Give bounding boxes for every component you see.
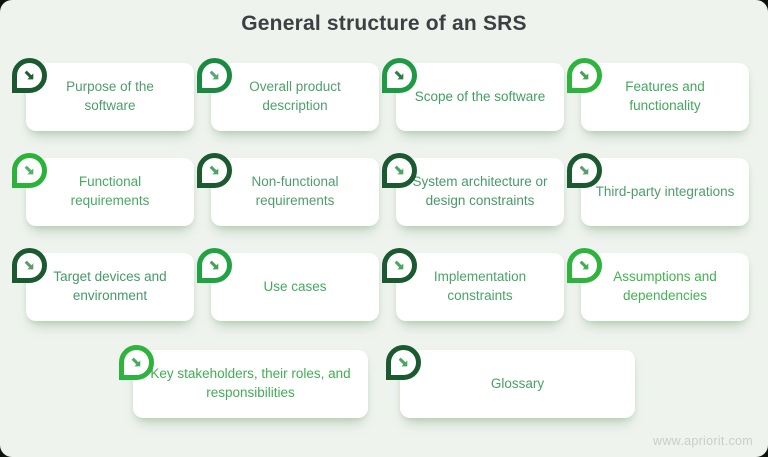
card-key-stakeholders-roles-responsibilities: Key stakeholders, their roles, and respo…: [119, 345, 368, 418]
arrow-down-right-pin-icon: [12, 248, 47, 283]
arrow-down-right-pin-icon: [567, 58, 602, 93]
arrow-down-right-pin-icon: [197, 248, 232, 283]
arrow-down-right-pin-icon: [12, 153, 47, 188]
card-target-devices-and-environment: Target devices and environment: [12, 248, 194, 321]
card-label: Implementation constraints: [433, 269, 527, 303]
card-label: Use cases: [263, 278, 327, 294]
card-glossary: Glossary: [386, 345, 635, 418]
arrow-down-right-pin-icon: [12, 58, 47, 93]
card-row-1: Purpose of the software Overall product …: [12, 58, 749, 131]
card-label: Overall product description: [249, 79, 341, 113]
card-purpose-of-the-software: Purpose of the software: [12, 58, 194, 131]
card-label: System architecture or design constraint…: [412, 174, 548, 208]
card-system-architecture-or-design-constraints: System architecture or design constraint…: [382, 153, 564, 226]
card-non-functional-requirements: Non-functional requirements: [197, 153, 379, 226]
card-label: Assumptions and dependencies: [613, 269, 717, 303]
arrow-down-right-pin-icon: [119, 345, 154, 380]
card-label: Key stakeholders, their roles, and respo…: [150, 366, 351, 400]
card-label: Functional requirements: [70, 174, 150, 208]
card-label: Scope of the software: [414, 88, 546, 104]
card-label: Purpose of the software: [66, 79, 154, 113]
card-label: Non-functional requirements: [251, 174, 339, 208]
arrow-down-right-pin-icon: [382, 58, 417, 93]
arrow-down-right-pin-icon: [382, 153, 417, 188]
card-label: Target devices and environment: [53, 269, 167, 303]
arrow-down-right-pin-icon: [197, 153, 232, 188]
card-implementation-constraints: Implementation constraints: [382, 248, 564, 321]
card-third-party-integrations: Third-party integrations: [567, 153, 749, 226]
page-title: General structure of an SRS: [241, 12, 527, 35]
website-watermark: www.apriorit.com: [653, 434, 753, 448]
arrow-down-right-pin-icon: [386, 345, 421, 380]
arrow-down-right-pin-icon: [567, 153, 602, 188]
card-functional-requirements: Functional requirements: [12, 153, 194, 226]
card-scope-of-the-software: Scope of the software: [382, 58, 564, 131]
card-features-and-functionality: Features and functionality: [567, 58, 749, 131]
card-assumptions-and-dependencies: Assumptions and dependencies: [567, 248, 749, 321]
card-label: Features and functionality: [625, 79, 705, 113]
card-label: Third-party integrations: [595, 183, 735, 199]
arrow-down-right-pin-icon: [382, 248, 417, 283]
arrow-down-right-pin-icon: [567, 248, 602, 283]
card-use-cases: Use cases: [197, 248, 379, 321]
card-row-3: Target devices and environment Use cases…: [12, 248, 749, 321]
card-row-2: Functional requirements Non-functional r…: [12, 153, 749, 226]
card-label: Glossary: [490, 375, 545, 391]
arrow-down-right-pin-icon: [197, 58, 232, 93]
card-overall-product-description: Overall product description: [197, 58, 379, 131]
card-row-4: Key stakeholders, their roles, and respo…: [0, 345, 768, 418]
